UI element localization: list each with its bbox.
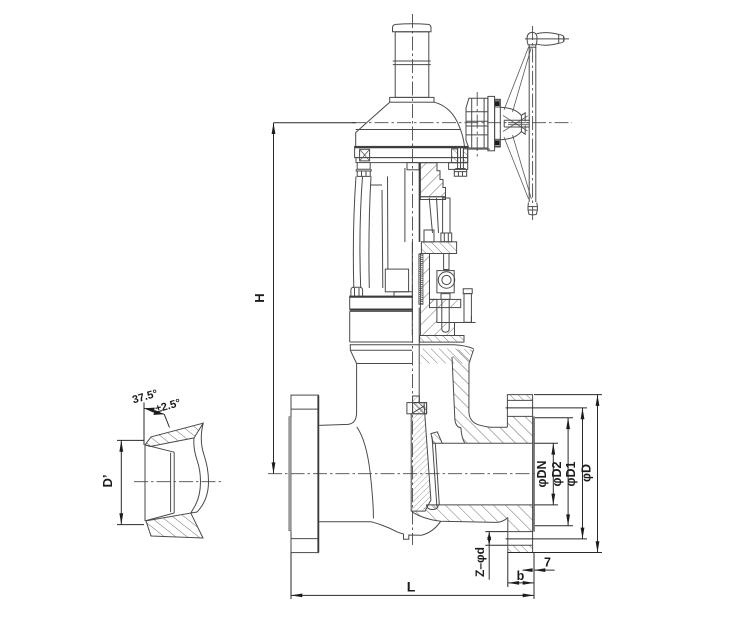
svg-text:φDN: φDN [535,461,549,488]
svg-text:L: L [407,579,416,595]
svg-text:H: H [252,293,267,302]
svg-text:b: b [517,569,525,583]
svg-text:7: 7 [544,556,551,570]
svg-text:φD2: φD2 [550,461,564,486]
svg-text:φD: φD [580,464,594,482]
svg-text:D’: D’ [100,475,115,488]
svg-text:Z–φd: Z–φd [473,547,487,577]
svg-text:φD1: φD1 [564,461,578,486]
